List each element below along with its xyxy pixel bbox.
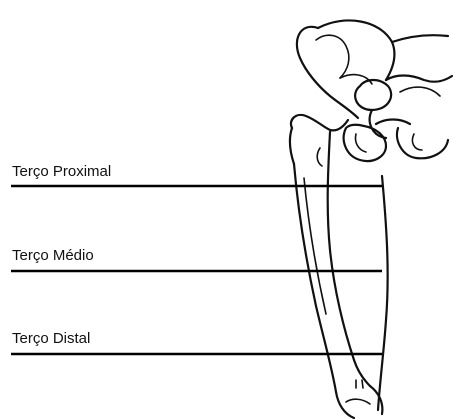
proximal-third-label: Terço Proximal (12, 163, 111, 180)
pelvis-drawing (297, 20, 452, 161)
middle-third-label: Terço Médio (12, 247, 94, 264)
distal-third-label: Terço Distal (12, 330, 90, 347)
